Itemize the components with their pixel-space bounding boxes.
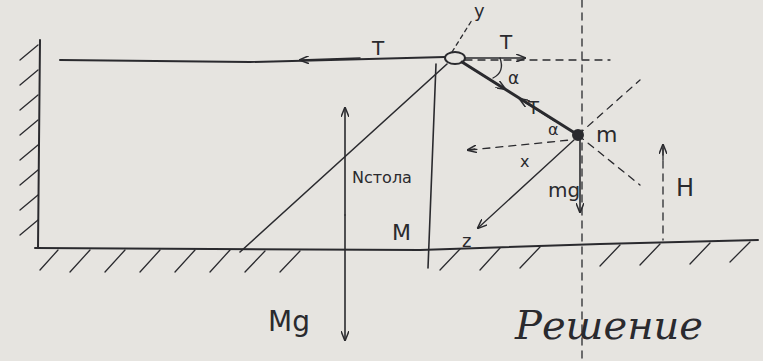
x-axis [470, 140, 570, 150]
string [462, 62, 578, 135]
height-line [662, 148, 663, 240]
mass-label: m [596, 124, 617, 146]
tension-arrow [465, 57, 525, 59]
tension-label: T [500, 32, 512, 52]
axis-arrow [468, 149, 475, 150]
tension-label: T [528, 99, 539, 117]
tension-label: T [372, 38, 384, 58]
tension-arrow [468, 66, 505, 89]
force-label: Mg [268, 308, 310, 336]
block-edge [240, 64, 447, 252]
force-label: mg [548, 180, 580, 200]
angle-label: α [548, 122, 559, 138]
angle-arc [493, 58, 501, 78]
normal-arrow [344, 108, 346, 215]
y-axis [452, 20, 472, 52]
heading: Решение [515, 305, 703, 345]
wall [38, 40, 40, 248]
angle-label: α [508, 70, 519, 87]
force-label: Nстола [352, 170, 412, 186]
floor-hatch [40, 242, 750, 272]
axis-label: y [474, 2, 485, 20]
wall-hatch [20, 45, 38, 235]
axis-label: z [462, 232, 471, 250]
axis-label: x [520, 154, 529, 170]
dimension-label: H [676, 176, 694, 200]
gravity-arrow [579, 140, 581, 212]
dashed-line [465, 59, 610, 60]
block-edge [428, 64, 436, 268]
mass-point [573, 130, 583, 140]
mass-label: M [392, 222, 411, 244]
height-arrow [662, 145, 663, 160]
tension-arrow [300, 58, 360, 60]
tension-arrow [520, 99, 555, 121]
weight-arrow [344, 215, 346, 340]
string [60, 57, 445, 62]
